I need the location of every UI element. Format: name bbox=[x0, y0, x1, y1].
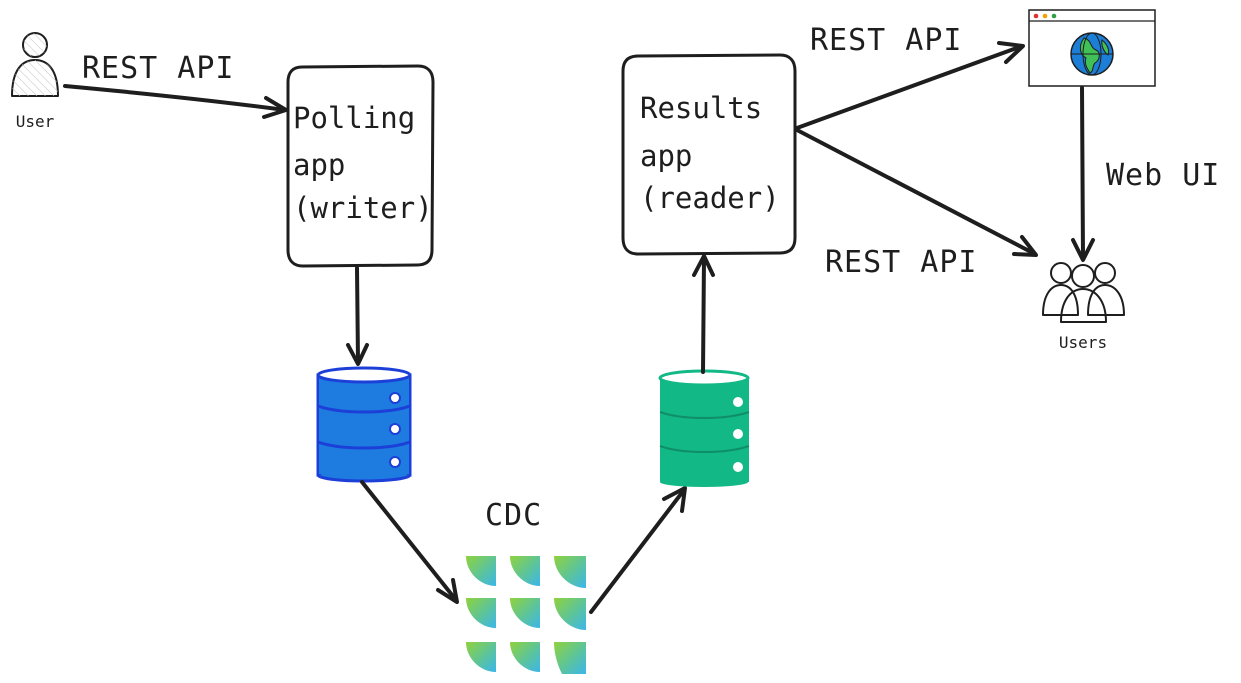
polling-app-line-2: app bbox=[293, 148, 345, 182]
cdc-label: CDC bbox=[485, 498, 542, 533]
writer-database-icon bbox=[316, 366, 412, 483]
rest-api-label-users: REST API bbox=[825, 245, 978, 280]
users-label: Users bbox=[1059, 333, 1107, 352]
arrow-user-to-polling bbox=[63, 84, 288, 119]
browser-window-icon bbox=[1028, 9, 1156, 87]
polling-app-line-3: (writer) bbox=[293, 191, 433, 225]
web-ui-label: Web UI bbox=[1106, 158, 1220, 193]
results-app-line-1: Results bbox=[640, 91, 762, 125]
arrow-browser-to-users bbox=[1071, 86, 1095, 262]
cdc-logo-icon bbox=[466, 556, 586, 674]
arrow-polling-to-db bbox=[346, 266, 369, 366]
user-label: User bbox=[16, 112, 55, 131]
reader-database-icon bbox=[658, 369, 750, 487]
arrow-results-to-users bbox=[795, 128, 1038, 257]
polling-app-line-1: Polling bbox=[293, 101, 415, 135]
polling-app-box bbox=[286, 64, 435, 268]
users-group-icon bbox=[1042, 262, 1125, 323]
arrow-db-to-cdc bbox=[360, 480, 459, 604]
arrow-reader-db-to-results bbox=[692, 254, 715, 374]
results-app-box bbox=[621, 53, 797, 256]
arrow-cdc-to-reader-db bbox=[589, 486, 687, 614]
rest-api-label-browser: REST API bbox=[810, 23, 963, 58]
arrow-results-to-browser bbox=[795, 41, 1025, 130]
globe-icon bbox=[1070, 32, 1114, 76]
rest-api-label-user: REST API bbox=[82, 51, 235, 86]
user-icon bbox=[11, 32, 59, 97]
results-app-line-2: app bbox=[640, 139, 692, 173]
results-app-line-3: (reader) bbox=[640, 181, 780, 215]
